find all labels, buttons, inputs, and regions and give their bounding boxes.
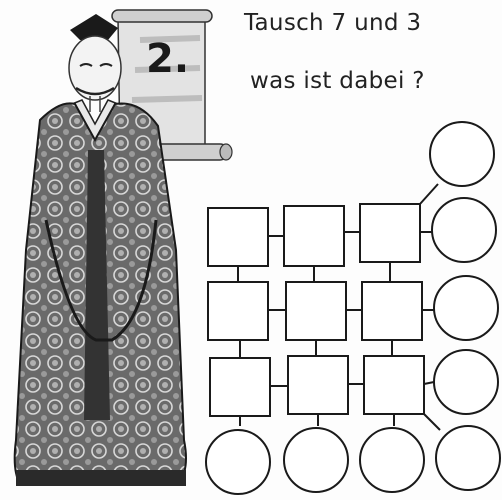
circle-right-2[interactable]	[432, 198, 496, 262]
square-r2-c3[interactable]	[362, 282, 422, 340]
square-r3-c3[interactable]	[364, 356, 424, 414]
circle-bottom-1[interactable]	[206, 430, 270, 494]
square-r2-c2[interactable]	[286, 282, 346, 340]
square-r2-c1[interactable]	[208, 282, 268, 340]
square-r1-c2[interactable]	[284, 206, 344, 266]
circle-bottom-2[interactable]	[284, 428, 348, 492]
square-r1-c3[interactable]	[360, 204, 420, 262]
square-r3-c1[interactable]	[210, 358, 270, 416]
square-r3-c2[interactable]	[288, 356, 348, 414]
circle-right-4[interactable]	[434, 350, 498, 414]
square-r1-c1[interactable]	[208, 208, 268, 266]
circle-bottom-3[interactable]	[360, 428, 424, 492]
circle-right-5[interactable]	[436, 426, 500, 490]
circle-right-3[interactable]	[434, 276, 498, 340]
circle-right-1[interactable]	[430, 122, 494, 186]
